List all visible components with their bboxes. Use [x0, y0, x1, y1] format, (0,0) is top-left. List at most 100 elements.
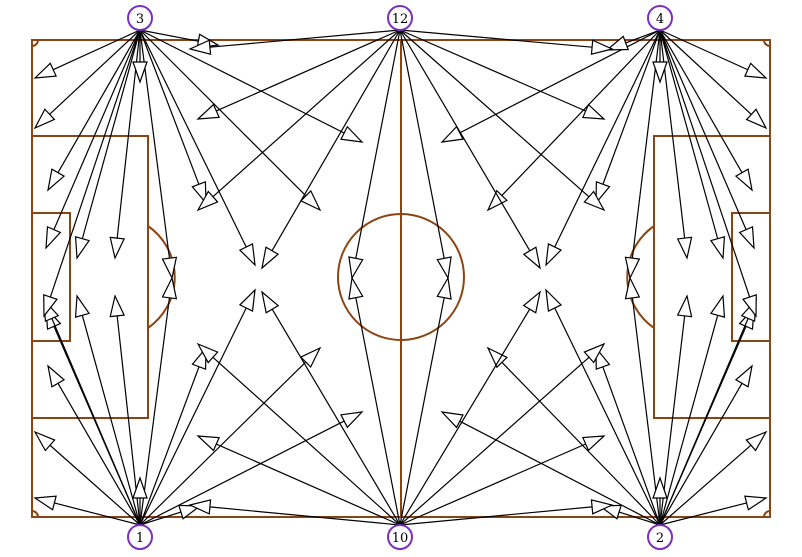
pass-arrow [139, 29, 322, 212]
node-label: 12 [392, 12, 409, 27]
arrow-shaft [659, 383, 743, 526]
node-label: 2 [656, 531, 664, 546]
pass-arrow [659, 29, 753, 192]
arrowhead-icon [74, 294, 91, 318]
arrow-shaft [618, 511, 661, 526]
pass-arrow [624, 276, 661, 526]
arrow-shaft [139, 29, 247, 248]
arrowhead-icon [738, 225, 755, 250]
arrowhead-icon [196, 435, 221, 452]
pass-arrow [605, 29, 661, 51]
pass-arrow [188, 29, 401, 55]
player-nodes: 3 12 4 1 10 2 [127, 5, 673, 550]
arrowhead-icon [709, 236, 726, 260]
arrow-shaft [659, 29, 747, 230]
arrowhead-icon [522, 246, 541, 270]
pass-arrow [43, 298, 141, 526]
player-node-2: 2 [647, 524, 673, 550]
arrowhead-icon [161, 256, 178, 280]
right-goal-area [731, 212, 771, 342]
pass-arrow [43, 29, 141, 318]
arrowhead-icon [590, 39, 614, 55]
pass-arrow [399, 435, 606, 526]
arrowhead-icon [734, 168, 753, 192]
arrow-shaft [659, 318, 749, 526]
pass-arrow [652, 30, 668, 84]
arrow-shaft [139, 29, 200, 185]
arrowhead-icon [624, 276, 641, 300]
arrow-shaft [271, 29, 401, 251]
arrowhead-icon [436, 276, 452, 300]
arrowhead-icon [188, 39, 212, 55]
arrow-shaft [49, 444, 141, 526]
arrow-shaft [602, 29, 661, 185]
arrowhead-icon [299, 189, 322, 212]
arrowhead-icon [595, 180, 611, 205]
arrowhead-icon [743, 62, 768, 79]
pass-arrow [399, 290, 541, 526]
arrowhead-icon [45, 225, 62, 250]
pass-arrow [659, 29, 757, 318]
arrow-shaft [51, 318, 141, 526]
arrow-shaft [216, 29, 401, 112]
pass-arrow [74, 29, 141, 260]
arrow-shaft [355, 297, 401, 526]
arrowhead-icon [340, 411, 364, 429]
arrowhead-icon [605, 35, 630, 51]
arrow-shaft [209, 29, 401, 48]
arrowhead-icon [581, 435, 606, 452]
pass-arrows [33, 29, 768, 526]
pass-arrow [132, 476, 148, 525]
arrow-shaft [399, 29, 586, 112]
pass-arrow [545, 29, 661, 267]
arrowhead-icon [47, 364, 66, 388]
arrowhead-icon [33, 108, 56, 130]
arrow-shaft [212, 29, 401, 198]
pass-arrow [399, 29, 614, 55]
node-circle [647, 5, 673, 31]
arrow-shaft [139, 511, 182, 526]
arrowhead-icon [238, 243, 256, 267]
arrowhead-icon [742, 293, 757, 318]
arrow-shaft [459, 29, 661, 134]
pass-arrow [47, 364, 141, 526]
arrowhead-icon [744, 495, 768, 511]
pass-arrow [132, 30, 148, 84]
arrow-shaft [659, 29, 719, 239]
node-label: 3 [136, 12, 144, 27]
arrowhead-icon [74, 236, 91, 260]
arrowhead-icon [590, 499, 614, 515]
arrowhead-icon [196, 342, 219, 364]
arrow-shaft [659, 502, 747, 526]
node-circle [647, 524, 673, 550]
player-node-4: 4 [647, 5, 673, 31]
arrow-shaft [399, 506, 593, 526]
arrowhead-icon [299, 346, 322, 369]
arrowhead-icon [709, 294, 726, 318]
pass-arrow [33, 29, 141, 130]
arrow-shaft [57, 383, 141, 526]
pass-arrow [659, 29, 768, 130]
arrow-shaft [139, 307, 247, 526]
center-circle [337, 213, 465, 341]
arrowhead-icon [43, 293, 58, 318]
arrowhead-icon [340, 125, 364, 143]
pass-arrow [348, 29, 401, 280]
arrow-shaft [216, 443, 401, 526]
arrow-shaft [631, 297, 661, 526]
arrowhead-icon [161, 276, 178, 300]
soccer-field [31, 39, 771, 518]
arrow-shaft [139, 361, 307, 526]
arrowhead-icon [652, 61, 668, 84]
pass-arrow [486, 29, 661, 212]
arrow-shaft [659, 29, 686, 239]
player-node-10: 10 [387, 524, 413, 550]
arrow-shaft [399, 443, 586, 526]
pass-arrow [139, 411, 364, 526]
player-node-12: 12 [387, 5, 413, 31]
arrow-shaft [459, 420, 661, 526]
arrow-shaft [501, 29, 661, 196]
corner-arc-bottom-right [763, 510, 771, 518]
pass-arrow [399, 29, 606, 212]
